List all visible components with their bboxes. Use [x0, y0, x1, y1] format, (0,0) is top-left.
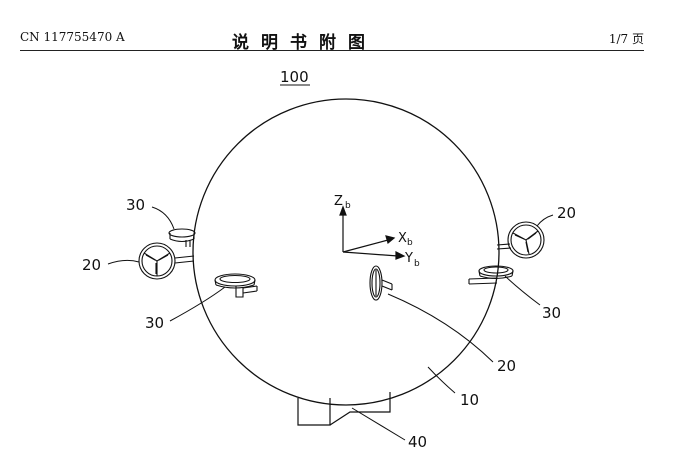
thruster-front [214, 273, 258, 298]
page-title: 说明书附图 [232, 33, 377, 53]
doc-number: CN 117755470 A [20, 30, 125, 44]
axis-z-subscript: b [345, 201, 351, 211]
coordinate-axes [339, 205, 406, 260]
label-wheel-center: 20 [497, 357, 516, 375]
leader-thruster-right [504, 275, 541, 306]
leader-thruster-left [151, 206, 175, 230]
sphere-body [192, 98, 500, 406]
axis-x-label: X [398, 231, 407, 246]
label-wheel-left: 20 [82, 256, 101, 274]
label-base: 40 [408, 433, 427, 451]
header-rule [20, 50, 644, 51]
label-thruster-front: 30 [145, 314, 164, 332]
label-thruster-right: 30 [542, 304, 561, 322]
label-sphere: 10 [460, 391, 479, 409]
ref-100-label: 100 [280, 68, 309, 86]
axis-y-subscript: b [414, 259, 420, 269]
thruster-right [468, 265, 514, 285]
leader-lines [107, 206, 554, 441]
wheel-left [138, 242, 195, 280]
label-wheel-right: 20 [557, 204, 576, 222]
wheel-right [496, 221, 545, 259]
leader-wheel-center [387, 293, 494, 363]
page-number: 1/7 页 [608, 32, 644, 46]
leader-wheel-left [107, 259, 140, 265]
axis-x-subscript: b [407, 238, 413, 248]
leader-thruster-front [169, 286, 226, 322]
wheel-center [369, 265, 393, 301]
thruster-left [168, 228, 196, 247]
base-block [297, 392, 391, 426]
axis-y-label: Y [404, 251, 413, 266]
axis-z-label: Z [334, 194, 343, 209]
leader-sphere [427, 366, 456, 394]
leader-base [351, 407, 406, 441]
label-thruster-left: 30 [126, 196, 145, 214]
leader-wheel-right [536, 214, 554, 227]
